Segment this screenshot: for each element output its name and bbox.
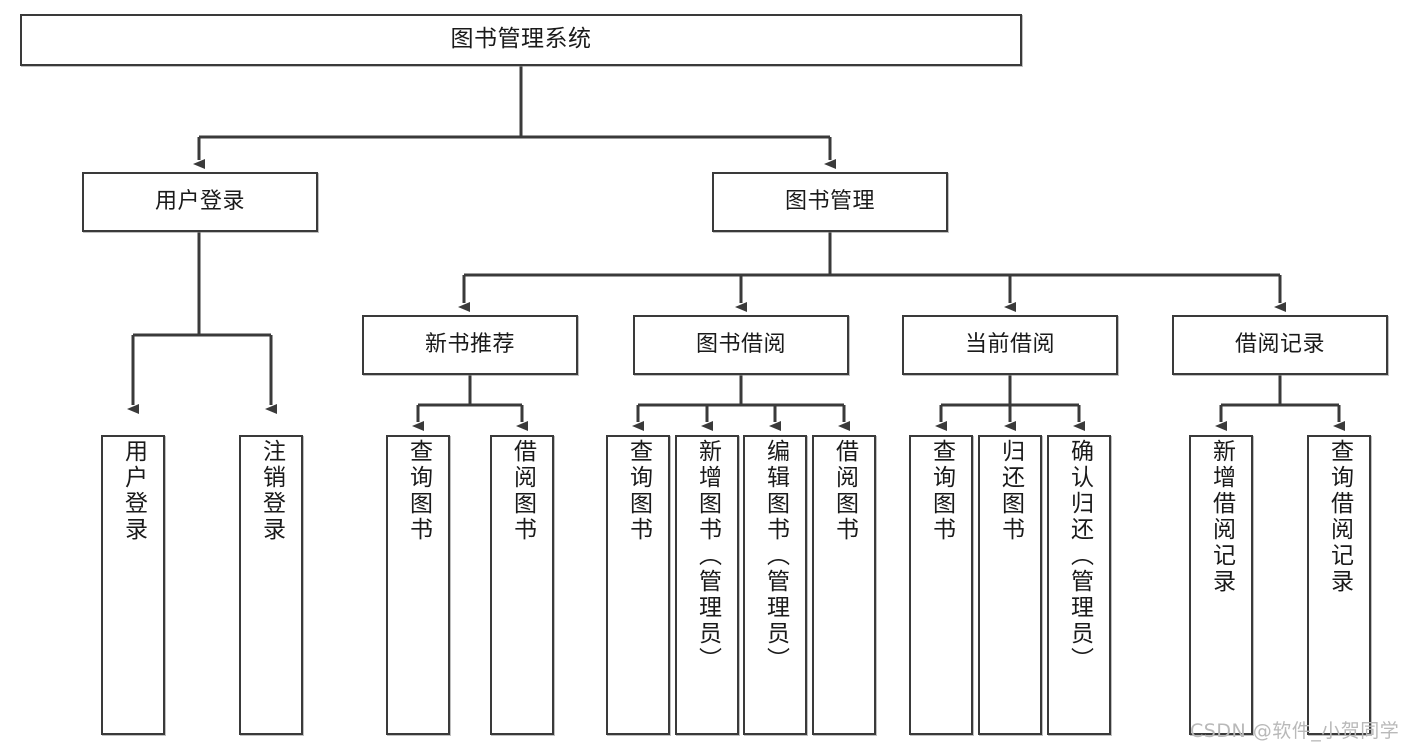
leaf-current-confirm-return-label: 确认归还（管理员） xyxy=(1066,439,1093,673)
node-book-management-label: 图书管理 xyxy=(784,189,875,215)
leaf-recommend-query-book-label: 查询图书 xyxy=(405,439,432,543)
leaf-recommend-borrow-book-label: 借阅图书 xyxy=(509,439,536,543)
leaf-records-add-record-label: 新增借阅记录 xyxy=(1208,439,1235,595)
leaf-current-return-book-label: 归还图书 xyxy=(997,439,1024,543)
node-book-management[interactable]: 图书管理 xyxy=(712,172,948,232)
node-book-borrow[interactable]: 图书借阅 xyxy=(633,315,849,375)
node-current-borrow[interactable]: 当前借阅 xyxy=(902,315,1118,375)
csdn-watermark: CSDN @软件_小贺同学 xyxy=(1190,720,1400,742)
node-user-login[interactable]: 用户登录 xyxy=(82,172,318,232)
node-new-book-recommend[interactable]: 新书推荐 xyxy=(362,315,578,375)
leaf-records-add-record[interactable]: 新增借阅记录 xyxy=(1189,435,1253,735)
leaf-borrow-borrow-book-label: 借阅图书 xyxy=(831,439,858,543)
leaf-borrow-add-book[interactable]: 新增图书（管理员） xyxy=(675,435,739,735)
leaf-borrow-query-book-label: 查询图书 xyxy=(625,439,652,543)
leaf-borrow-query-book[interactable]: 查询图书 xyxy=(606,435,670,735)
node-new-book-recommend-label: 新书推荐 xyxy=(424,332,515,358)
leaf-recommend-query-book[interactable]: 查询图书 xyxy=(386,435,450,735)
node-current-borrow-label: 当前借阅 xyxy=(964,332,1055,358)
leaf-current-query-book-label: 查询图书 xyxy=(928,439,955,543)
leaf-recommend-borrow-book[interactable]: 借阅图书 xyxy=(490,435,554,735)
leaf-borrow-add-book-label: 新增图书（管理员） xyxy=(694,439,721,673)
leaf-borrow-edit-book-label: 编辑图书（管理员） xyxy=(762,439,789,673)
leaf-user-login-login-label: 用户登录 xyxy=(120,439,147,543)
leaf-records-query-record[interactable]: 查询借阅记录 xyxy=(1307,435,1371,735)
leaf-records-query-record-label: 查询借阅记录 xyxy=(1326,439,1353,595)
node-borrow-records[interactable]: 借阅记录 xyxy=(1172,315,1388,375)
leaf-borrow-edit-book[interactable]: 编辑图书（管理员） xyxy=(743,435,807,735)
node-user-login-label: 用户登录 xyxy=(154,189,245,215)
leaf-user-login-login[interactable]: 用户登录 xyxy=(101,435,165,735)
leaf-current-return-book[interactable]: 归还图书 xyxy=(978,435,1042,735)
leaf-current-query-book[interactable]: 查询图书 xyxy=(909,435,973,735)
node-root-system[interactable]: 图书管理系统 xyxy=(20,14,1022,66)
leaf-user-login-logout-label: 注销登录 xyxy=(258,439,285,543)
node-borrow-records-label: 借阅记录 xyxy=(1234,332,1325,358)
leaf-current-confirm-return[interactable]: 确认归还（管理员） xyxy=(1047,435,1111,735)
node-book-borrow-label: 图书借阅 xyxy=(695,332,786,358)
leaf-user-login-logout[interactable]: 注销登录 xyxy=(239,435,303,735)
leaf-borrow-borrow-book[interactable]: 借阅图书 xyxy=(812,435,876,735)
node-root-system-label: 图书管理系统 xyxy=(450,26,592,53)
